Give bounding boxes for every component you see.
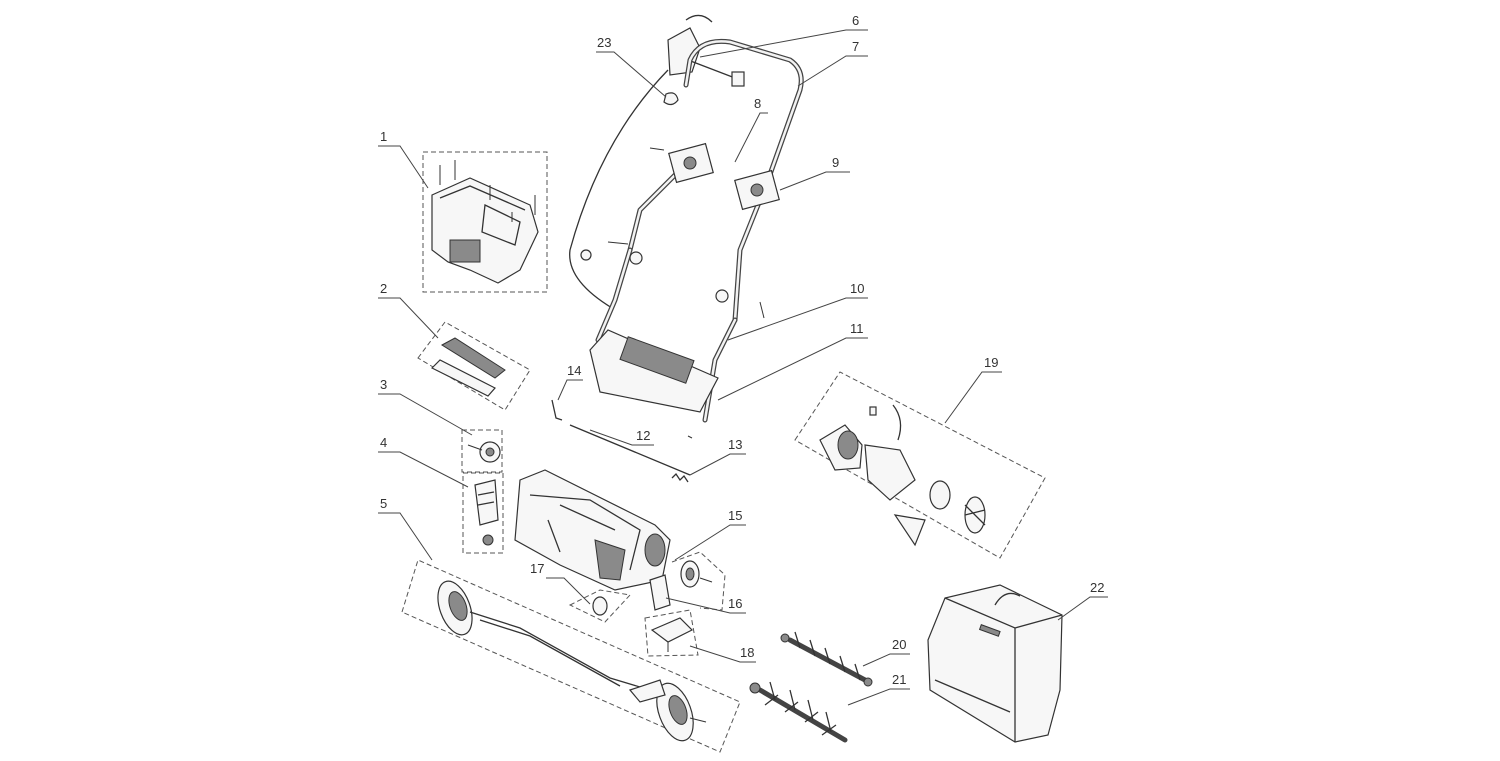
part-5-rear-axle-group xyxy=(401,559,741,753)
callout-20: 20 xyxy=(892,637,906,652)
callout-labels: 1 2 3 4 5 6 7 8 9 10 11 12 13 14 15 16 1… xyxy=(380,13,1104,687)
deck-housing xyxy=(514,469,671,591)
leader-lines xyxy=(378,29,1108,706)
part-3-knob-group xyxy=(461,429,503,473)
callout-7: 7 xyxy=(852,39,859,54)
callout-22: 22 xyxy=(1090,580,1104,595)
callout-9: 9 xyxy=(832,155,839,170)
callout-17: 17 xyxy=(530,561,544,576)
part-4-bracket-group xyxy=(462,472,504,554)
part-19-motor-group xyxy=(794,371,1046,559)
part-2-cable-holder-group xyxy=(417,321,531,411)
part-17-depth-adjuster-group xyxy=(568,589,631,623)
callout-5: 5 xyxy=(380,496,387,511)
callout-14: 14 xyxy=(567,363,581,378)
callout-8: 8 xyxy=(754,96,761,111)
callout-3: 3 xyxy=(380,377,387,392)
part-18-bracket-group xyxy=(644,609,699,657)
callout-23: 23 xyxy=(597,35,611,50)
callout-11: 11 xyxy=(850,321,864,336)
callout-4: 4 xyxy=(380,435,387,450)
callout-21: 21 xyxy=(892,672,906,687)
callout-15: 15 xyxy=(728,508,742,523)
front-wheel-group xyxy=(649,551,726,611)
callout-2: 2 xyxy=(380,281,387,296)
callout-13: 13 xyxy=(728,437,742,452)
callout-6: 6 xyxy=(852,13,859,28)
callout-10: 10 xyxy=(850,281,864,296)
part-22-grass-bag xyxy=(927,584,1063,743)
part-20-scarifier-roller xyxy=(780,631,873,687)
part-1-cover-group xyxy=(422,151,548,293)
callout-18: 18 xyxy=(740,645,754,660)
handle-assembly xyxy=(569,14,804,423)
callout-12: 12 xyxy=(636,428,650,443)
callout-1: 1 xyxy=(380,129,387,144)
rod-spring-pin xyxy=(551,399,693,483)
callout-16: 16 xyxy=(728,596,742,611)
part-21-aerator-roller xyxy=(749,681,848,743)
callout-19: 19 xyxy=(984,355,998,370)
